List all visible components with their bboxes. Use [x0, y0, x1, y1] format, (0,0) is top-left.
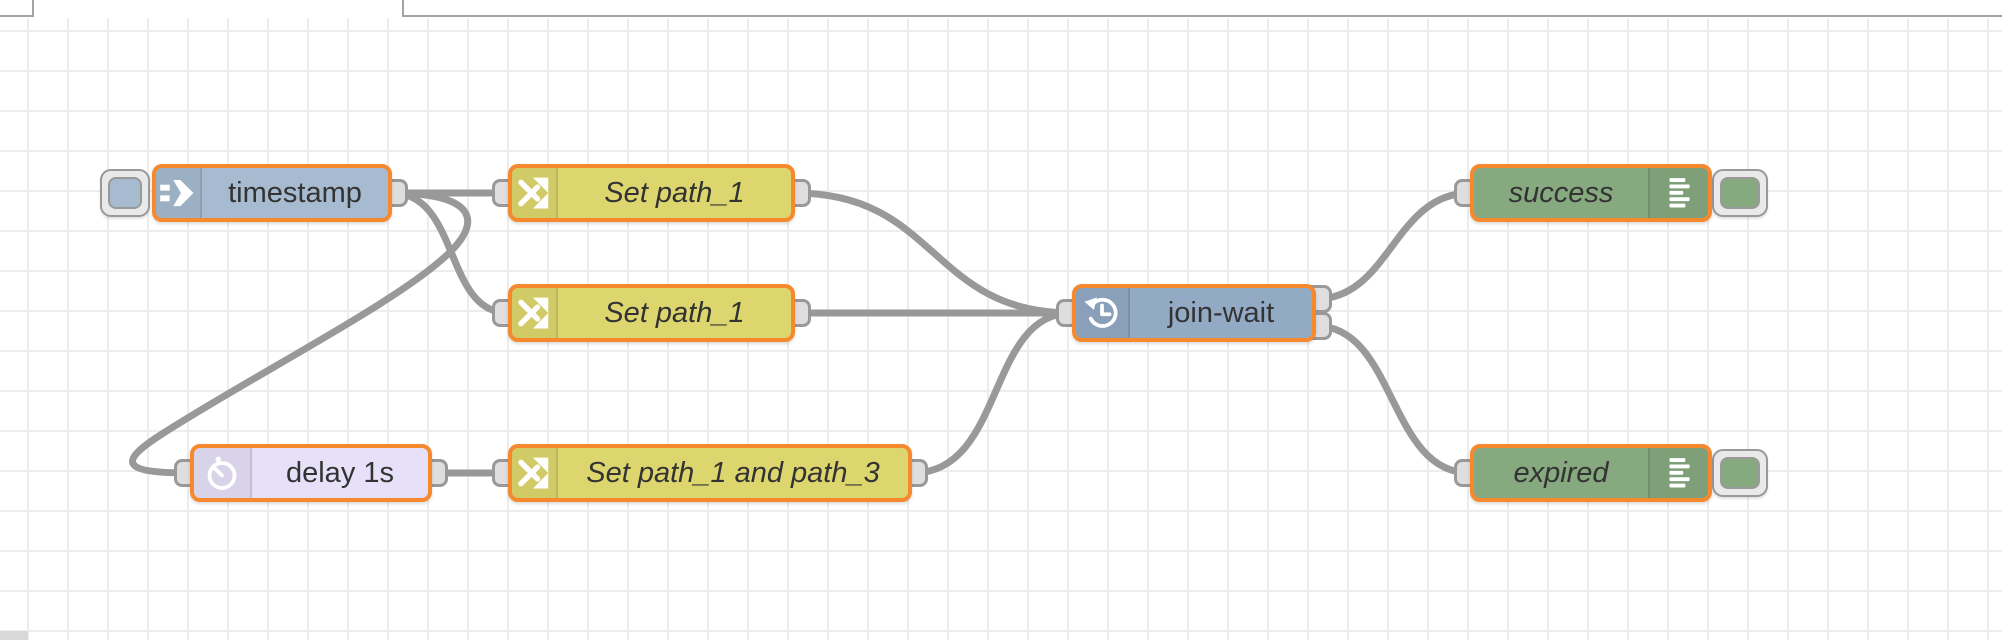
- node-delay-1s[interactable]: delay 1s: [174, 444, 448, 502]
- node-label: timestamp: [228, 176, 362, 209]
- wire-join-wait-to-success[interactable]: [1312, 189, 1474, 303]
- node-join-wait[interactable]: join-wait: [1056, 284, 1332, 342]
- workspace-tab-partial-left[interactable]: [0, 0, 34, 17]
- inject-trigger-button-inner: [108, 177, 142, 209]
- debug-toggle-button[interactable]: [1712, 449, 1768, 497]
- node-label: Set path_1 and path_3: [586, 456, 880, 489]
- node-label: delay 1s: [285, 456, 394, 489]
- node-label: expired: [1513, 456, 1609, 489]
- node-set-path-1-a[interactable]: Set path_1: [492, 164, 811, 222]
- node-label: Set path_1: [604, 296, 745, 329]
- node-label: join-wait: [1167, 296, 1275, 329]
- node-label: success: [1508, 176, 1614, 209]
- inject-arrow-icon: [156, 168, 202, 218]
- workspace-tab-partial-right[interactable]: [402, 0, 2002, 17]
- bottom-left-ui-edge: [0, 631, 28, 640]
- history-clock-icon: [1076, 288, 1130, 338]
- wire-set-path-1-and-path-3-to-join-wait[interactable]: [908, 309, 1076, 477]
- debug-toggle-button-inner: [1720, 457, 1760, 489]
- node-timestamp[interactable]: timestamp: [100, 164, 408, 222]
- node-label: Set path_1: [604, 176, 745, 209]
- wire-timestamp-to-delay-1s[interactable]: [129, 189, 472, 477]
- wire-join-wait-to-expired[interactable]: [1312, 322, 1474, 477]
- node-expired[interactable]: expired: [1454, 444, 1768, 502]
- debug-list-icon: [1648, 168, 1708, 218]
- debug-list-icon: [1648, 448, 1708, 498]
- debug-toggle-button[interactable]: [1712, 169, 1768, 217]
- shuffle-icon: [512, 448, 558, 498]
- node-success[interactable]: success: [1454, 164, 1768, 222]
- shuffle-icon: [512, 168, 558, 218]
- timer-icon: [194, 448, 252, 498]
- debug-toggle-button-inner: [1720, 177, 1760, 209]
- wire-set-path-1-a-to-join-wait[interactable]: [791, 189, 1076, 317]
- inject-trigger-button[interactable]: [100, 169, 150, 217]
- node-set-path-1-and-path-3[interactable]: Set path_1 and path_3: [492, 444, 928, 502]
- shuffle-icon: [512, 288, 558, 338]
- node-set-path-1-b[interactable]: Set path_1: [492, 284, 811, 342]
